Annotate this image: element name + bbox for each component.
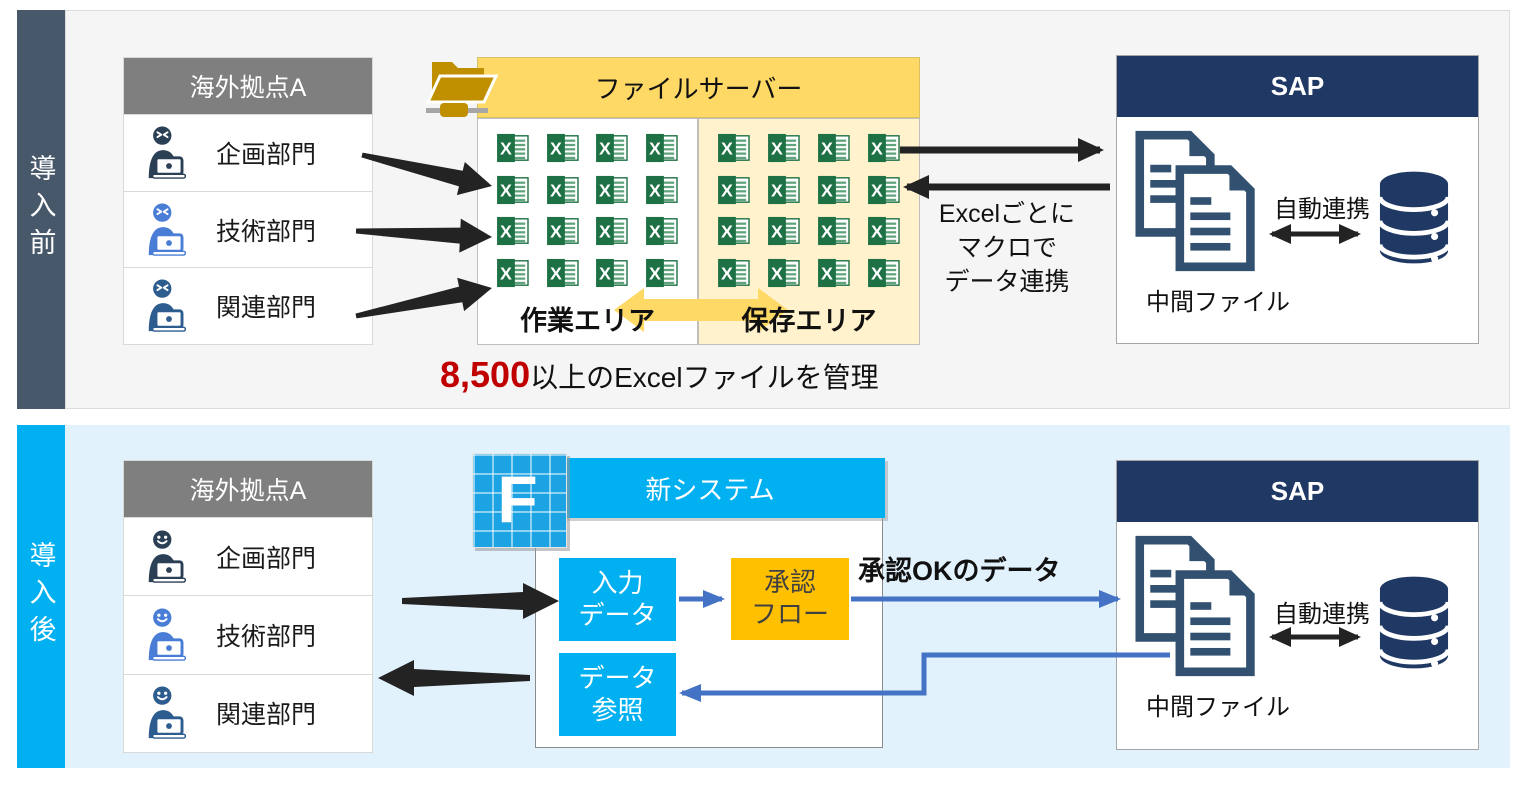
dept-row-planning: 企画部門	[124, 517, 372, 596]
database-icon	[1373, 575, 1455, 670]
dept-label: 技術部門	[216, 217, 317, 246]
person-happy-icon	[146, 686, 192, 740]
excel-file-icon	[496, 175, 530, 205]
intermediate-file-label: 中間ファイル	[1146, 289, 1290, 316]
dept-row-related: 関連部門	[124, 673, 372, 752]
excel-grid-work	[488, 127, 687, 294]
intermediate-files-icon	[1135, 535, 1259, 677]
dept-label: 関連部門	[216, 294, 317, 323]
excel-file-icon	[496, 216, 530, 246]
excel-file-icon	[867, 175, 901, 205]
sap-box-after: SAP 中間ファイル 自動連携	[1116, 460, 1479, 750]
person-angry-icon	[146, 203, 192, 257]
excel-file-icon	[717, 216, 751, 246]
dept-row-related: 関連部門	[124, 267, 372, 345]
excel-file-icon	[595, 216, 629, 246]
excel-file-icon	[595, 258, 629, 288]
system-logo: F	[472, 453, 567, 548]
sap-box-before: SAP 中間ファイル 自動連携	[1116, 55, 1479, 344]
dept-label: 企画部門	[216, 544, 317, 573]
dept-label: 企画部門	[216, 140, 317, 169]
work-area: 作業エリア	[477, 118, 698, 345]
excel-count-caption: 8,500以上のExcelファイルを管理	[440, 354, 879, 396]
intermediate-file-label: 中間ファイル	[1146, 694, 1290, 721]
database-icon	[1373, 170, 1455, 265]
excel-grid-save	[709, 127, 909, 294]
new-system-title: 新システム	[535, 458, 885, 518]
approval-flow-node: 承認 フロー	[731, 558, 849, 640]
excel-file-icon	[817, 175, 851, 205]
person-angry-icon	[146, 279, 192, 333]
section-label-before: 導入前	[17, 10, 65, 409]
excel-file-icon	[717, 175, 751, 205]
excel-file-icon	[817, 216, 851, 246]
dept-label: 関連部門	[216, 701, 317, 730]
excel-file-icon	[767, 216, 801, 246]
auto-link-label: 自動連携	[1274, 196, 1370, 223]
excel-file-icon	[817, 258, 851, 288]
site-table-after: 海外拠点A 企画部門 技術部門 関連部門	[123, 460, 373, 753]
system-logo-letter: F	[497, 461, 538, 536]
dept-row-technical: 技術部門	[124, 190, 372, 268]
excel-file-icon	[817, 133, 851, 163]
excel-file-icon	[546, 216, 580, 246]
excel-file-icon	[595, 175, 629, 205]
sap-title: SAP	[1117, 56, 1478, 117]
excel-file-icon	[717, 258, 751, 288]
excel-file-icon	[546, 258, 580, 288]
excel-file-icon	[645, 216, 679, 246]
new-system-box: 新システム 入力 データ 承認 フロー データ 参照	[535, 458, 885, 748]
network-folder-icon	[424, 52, 500, 128]
site-table-before: 海外拠点A 企画部門 技術部門 関連部門	[123, 57, 373, 345]
dept-row-technical: 技術部門	[124, 595, 372, 674]
excel-file-icon	[767, 133, 801, 163]
input-data-node: 入力 データ	[559, 558, 676, 641]
excel-file-icon	[645, 258, 679, 288]
auto-link-label: 自動連携	[1274, 601, 1370, 628]
excel-file-icon	[717, 133, 751, 163]
file-server-title: ファイルサーバー	[477, 57, 920, 118]
data-reference-node: データ 参照	[559, 653, 676, 736]
excel-file-icon	[546, 133, 580, 163]
approved-data-label: 承認OKのデータ	[858, 556, 1061, 586]
site-title: 海外拠点A	[124, 461, 372, 517]
dept-label: 技術部門	[216, 622, 317, 651]
site-title: 海外拠点A	[124, 58, 372, 114]
macro-link-note: Excelごとに マクロで データ連携	[938, 200, 1076, 296]
excel-file-icon	[867, 216, 901, 246]
excel-file-icon	[867, 133, 901, 163]
intermediate-files-icon	[1135, 130, 1259, 272]
excel-file-icon	[867, 258, 901, 288]
dept-row-planning: 企画部門	[124, 114, 372, 191]
excel-file-icon	[496, 258, 530, 288]
excel-file-icon	[546, 175, 580, 205]
excel-file-icon	[496, 133, 530, 163]
excel-file-icon	[767, 175, 801, 205]
excel-count-text: 以上のExcelファイルを管理	[530, 362, 879, 393]
excel-file-icon	[645, 175, 679, 205]
save-area: 保存エリア	[698, 118, 920, 345]
excel-file-icon	[767, 258, 801, 288]
person-happy-icon	[146, 530, 192, 584]
excel-count-value: 8,500	[440, 354, 531, 395]
excel-file-icon	[595, 133, 629, 163]
section-label-after: 導入後	[17, 425, 65, 768]
excel-file-icon	[645, 133, 679, 163]
work-area-label: 作業エリア	[520, 306, 655, 336]
sap-title: SAP	[1117, 461, 1478, 522]
person-angry-icon	[146, 126, 192, 180]
save-area-label: 保存エリア	[741, 306, 877, 336]
person-happy-icon	[146, 608, 192, 662]
